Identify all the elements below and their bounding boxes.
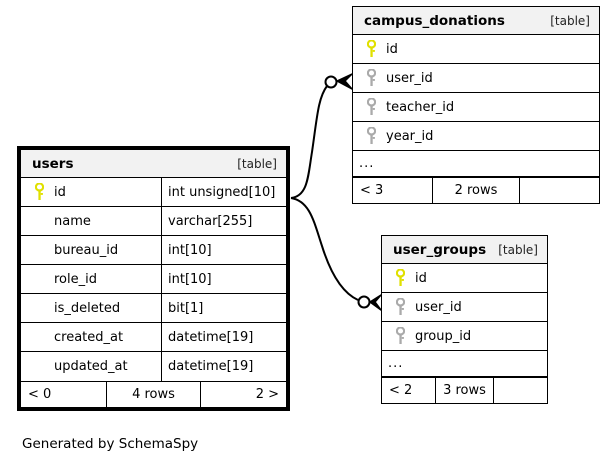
table-header-campus_donations: campus_donations [table] <box>353 7 599 35</box>
column-cell: id <box>382 264 547 292</box>
table-row[interactable]: is_deleted bit[1] <box>21 294 286 323</box>
column-cell: group_id <box>382 322 547 350</box>
column-cell: created_at <box>21 323 161 351</box>
column-cell: teacher_id <box>353 93 599 121</box>
parent-count[interactable]: < 2 <box>382 378 437 403</box>
table-row[interactable]: teacher_id <box>353 93 599 122</box>
column-cell: id <box>353 35 599 63</box>
foreign-key-icon <box>389 298 411 316</box>
table-row[interactable]: id <box>353 35 599 64</box>
child-count[interactable]: 2 > <box>255 387 280 402</box>
column-type: datetime[19] <box>161 323 286 351</box>
column-name: bureau_id <box>54 242 119 258</box>
column-name: user_id <box>415 299 462 315</box>
column-name: id <box>386 41 398 57</box>
more-columns-indicator[interactable]: ... <box>353 151 599 177</box>
table-header-users: users [table] <box>21 150 286 178</box>
table-title: user_groups <box>393 241 487 258</box>
table-row[interactable]: updated_at datetime[19] <box>21 352 286 381</box>
relationship-users-campus_donations <box>290 73 353 199</box>
table-row[interactable]: role_id int[10] <box>21 265 286 294</box>
column-cell: id <box>21 178 161 206</box>
table-footer-user_groups: < 2 3 rows <box>382 377 547 403</box>
column-name: created_at <box>54 329 124 345</box>
foreign-key-icon <box>360 98 382 116</box>
table-title: campus_donations <box>364 12 505 29</box>
parent-count[interactable]: < 3 <box>353 178 434 203</box>
table-row[interactable]: created_at datetime[19] <box>21 323 286 352</box>
child-count[interactable] <box>494 378 547 403</box>
column-cell: user_id <box>353 64 599 92</box>
column-name: name <box>54 213 91 229</box>
column-name: id <box>54 184 66 200</box>
column-list-campus_donations: id user_id <box>353 35 599 177</box>
table-row[interactable]: id int unsigned[10] <box>21 178 286 207</box>
column-name: updated_at <box>54 359 128 374</box>
table-row[interactable]: name varchar[255] <box>21 207 286 236</box>
foreign-key-icon <box>389 327 411 345</box>
column-cell: name <box>21 207 161 235</box>
column-name: user_id <box>386 70 433 86</box>
foreign-key-icon <box>360 69 382 87</box>
column-type: int unsigned[10] <box>161 178 286 206</box>
primary-key-icon <box>360 40 382 58</box>
row-count: 3 rows <box>436 378 494 403</box>
table-row[interactable]: bureau_id int[10] <box>21 236 286 265</box>
table-user_groups[interactable]: user_groups [table] id <box>381 235 548 404</box>
table-header-user_groups: user_groups [table] <box>382 236 547 264</box>
foreign-key-icon <box>360 127 382 145</box>
table-row[interactable]: user_id <box>382 293 547 322</box>
column-name: is_deleted <box>54 300 121 316</box>
column-list-user_groups: id user_id <box>382 264 547 377</box>
column-type: int[10] <box>161 265 286 293</box>
column-cell: is_deleted <box>21 294 161 322</box>
column-list-users: id int unsigned[10] name varchar[255] bu… <box>21 178 286 381</box>
column-name: year_id <box>386 128 434 144</box>
generator-credit: Generated by SchemaSpy <box>22 436 199 452</box>
primary-key-icon <box>389 269 411 287</box>
table-row[interactable]: user_id <box>353 64 599 93</box>
column-cell: user_id <box>382 293 547 321</box>
column-name: role_id <box>54 271 97 287</box>
relationship-users-user_groups <box>290 197 382 311</box>
table-campus_donations[interactable]: campus_donations [table] id <box>352 6 600 204</box>
table-footer-users: < 0 4 rows 2 > <box>21 381 286 407</box>
column-name: teacher_id <box>386 99 455 115</box>
column-cell: updated_at <box>21 352 161 381</box>
table-row[interactable]: year_id <box>353 122 599 151</box>
table-footer-campus_donations: < 3 2 rows <box>353 177 599 203</box>
table-row[interactable]: group_id <box>382 322 547 351</box>
table-users[interactable]: users [table] id int unsigned[10] <box>17 146 290 411</box>
column-type: bit[1] <box>161 294 286 322</box>
column-cell: bureau_id <box>21 236 161 264</box>
table-type-tag: [table] <box>498 242 538 257</box>
row-count: 2 rows <box>433 178 520 203</box>
table-row[interactable]: id <box>382 264 547 293</box>
child-count[interactable] <box>520 178 599 203</box>
column-cell: role_id <box>21 265 161 293</box>
primary-key-icon <box>28 183 50 201</box>
column-type: int[10] <box>161 236 286 264</box>
column-name: id <box>415 270 427 286</box>
column-type: datetime[19] <box>161 352 286 381</box>
row-count: 4 rows <box>107 382 201 407</box>
table-type-tag: [table] <box>237 156 277 171</box>
parent-count[interactable]: < 0 <box>21 382 108 407</box>
more-columns-indicator[interactable]: ... <box>382 351 547 377</box>
table-title: users <box>32 155 74 172</box>
column-cell: year_id <box>353 122 599 150</box>
table-type-tag: [table] <box>550 13 590 28</box>
column-name: group_id <box>415 328 472 344</box>
column-type: varchar[255] <box>161 207 286 235</box>
